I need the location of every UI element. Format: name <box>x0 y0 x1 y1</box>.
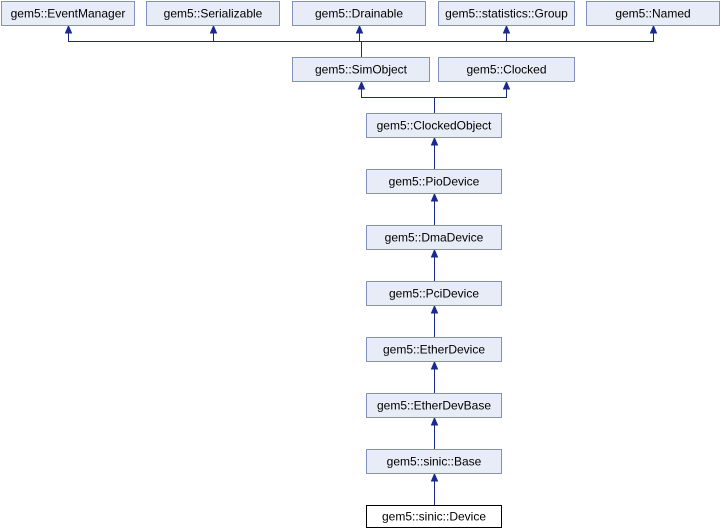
class-box[interactable] <box>292 1 426 26</box>
class-node-sinic-device: gem5::sinic::Device <box>366 505 502 528</box>
class-label: gem5::PioDevice <box>389 175 480 189</box>
class-label: gem5::sinic::Device <box>382 510 486 524</box>
arrowhead-icon <box>502 24 511 34</box>
inheritance-edge-sim-object-to-named <box>361 24 658 57</box>
arrowhead-icon <box>64 24 73 34</box>
arrowhead-icon <box>502 80 511 90</box>
class-node-ether-dev-base[interactable]: gem5::EtherDevBase <box>366 393 502 418</box>
arrowhead-icon <box>430 416 439 426</box>
inheritance-edge-ether-dev-base-to-ether-device <box>430 360 439 393</box>
class-node-sim-object[interactable]: gem5::SimObject <box>292 57 430 82</box>
class-label: gem5::Serializable <box>164 7 263 21</box>
class-box[interactable] <box>366 169 502 194</box>
class-node-event-manager[interactable]: gem5::EventManager <box>1 1 135 26</box>
inheritance-edge-clocked-object-to-sim-object <box>357 80 435 113</box>
edges-layer <box>64 24 658 505</box>
class-box[interactable] <box>366 281 502 306</box>
class-box[interactable] <box>366 225 502 250</box>
edge-line <box>361 32 654 57</box>
class-label: gem5::Clocked <box>466 63 546 77</box>
arrowhead-icon <box>430 472 439 482</box>
class-node-statistics-group[interactable]: gem5::statistics::Group <box>438 1 575 26</box>
class-label: gem5::Named <box>615 7 690 21</box>
arrowhead-icon <box>355 24 364 34</box>
class-node-clocked-object[interactable]: gem5::ClockedObject <box>366 113 502 138</box>
class-node-named[interactable]: gem5::Named <box>586 1 720 26</box>
arrowhead-icon <box>357 80 366 90</box>
arrowhead-icon <box>430 192 439 202</box>
class-label: gem5::ClockedObject <box>377 119 492 133</box>
inheritance-edge-pci-device-to-dma-device <box>430 248 439 281</box>
class-node-sinic-base[interactable]: gem5::sinic::Base <box>366 449 502 474</box>
inheritance-edge-sinic-device-to-sinic-base <box>430 472 439 505</box>
class-label: gem5::PciDevice <box>389 287 479 301</box>
class-node-drainable[interactable]: gem5::Drainable <box>292 1 426 26</box>
class-node-pio-device[interactable]: gem5::PioDevice <box>366 169 502 194</box>
arrowhead-icon <box>430 136 439 146</box>
edge-line <box>361 32 507 57</box>
edge-line <box>434 88 507 113</box>
arrowhead-icon <box>209 24 218 34</box>
inheritance-edge-ether-device-to-pci-device <box>430 304 439 337</box>
arrowhead-icon <box>649 24 658 34</box>
class-node-dma-device[interactable]: gem5::DmaDevice <box>366 225 502 250</box>
arrowhead-icon <box>430 360 439 370</box>
class-box[interactable] <box>292 57 430 82</box>
class-box[interactable] <box>146 1 280 26</box>
arrowhead-icon <box>430 248 439 258</box>
class-box[interactable] <box>586 1 720 26</box>
class-label: gem5::statistics::Group <box>445 7 568 21</box>
edge-line <box>213 32 362 57</box>
class-label: gem5::EtherDevice <box>383 343 485 357</box>
class-label: gem5::SimObject <box>315 63 408 77</box>
class-label: gem5::EtherDevBase <box>377 399 491 413</box>
arrowhead-icon <box>430 304 439 314</box>
edge-line <box>361 88 435 113</box>
inheritance-edge-pio-device-to-clocked-object <box>430 136 439 169</box>
class-node-ether-device[interactable]: gem5::EtherDevice <box>366 337 502 362</box>
class-label: gem5::sinic::Base <box>387 455 482 469</box>
class-box[interactable] <box>438 57 575 82</box>
class-box[interactable] <box>366 113 502 138</box>
class-node-pci-device[interactable]: gem5::PciDevice <box>366 281 502 306</box>
class-label: gem5::Drainable <box>315 7 403 21</box>
class-node-clocked[interactable]: gem5::Clocked <box>438 57 575 82</box>
inheritance-edge-clocked-object-to-clocked <box>434 80 511 113</box>
class-label: gem5::DmaDevice <box>385 231 484 245</box>
inheritance-edge-sinic-base-to-ether-dev-base <box>430 416 439 449</box>
inheritance-edge-dma-device-to-pio-device <box>430 192 439 225</box>
class-box[interactable] <box>366 337 502 362</box>
class-box[interactable] <box>366 393 502 418</box>
class-box[interactable] <box>438 1 575 26</box>
edge-line <box>68 32 362 57</box>
inheritance-edge-sim-object-to-serializable <box>209 24 362 57</box>
class-node-serializable[interactable]: gem5::Serializable <box>146 1 280 26</box>
class-box[interactable] <box>1 1 135 26</box>
class-label: gem5::EventManager <box>11 7 126 21</box>
class-box[interactable] <box>366 449 502 474</box>
